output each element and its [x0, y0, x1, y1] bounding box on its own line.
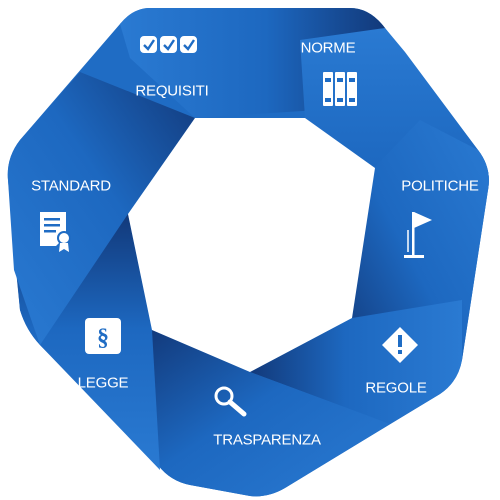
segment-regole[interactable] [250, 300, 462, 424]
label-norme: NORME [300, 39, 356, 57]
paragraph-icon: § [85, 318, 121, 354]
svg-text:§: § [97, 325, 109, 351]
warning-icon [382, 327, 418, 363]
certificate-icon [40, 212, 71, 252]
label-trasparenza: TRASPARENZA [213, 431, 321, 449]
label-requisiti: REQUISITI [135, 82, 209, 100]
label-politiche: POLITICHE [401, 177, 479, 195]
checkboxes-icon [140, 36, 197, 53]
flag-icon [404, 212, 432, 258]
segment-standard[interactable] [7, 72, 195, 345]
label-legge: LEGGE [77, 374, 129, 392]
label-regole: REGOLE [365, 379, 427, 397]
center-opening [128, 118, 375, 372]
segment-trasparenza[interactable] [145, 330, 390, 497]
magnifier-icon [214, 386, 247, 417]
label-standard: STANDARD [31, 177, 111, 195]
binders-icon [323, 72, 357, 106]
